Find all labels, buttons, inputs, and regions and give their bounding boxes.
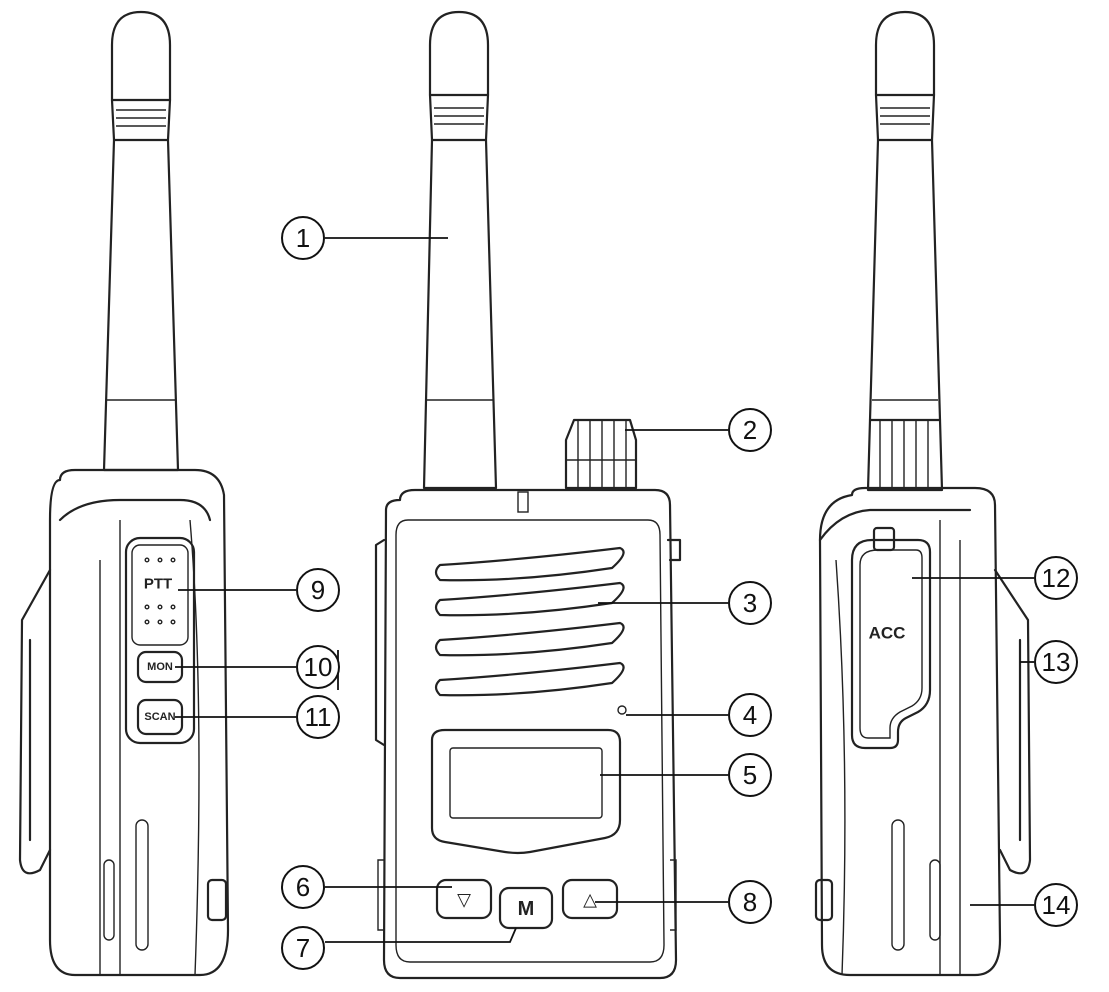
callout-13: 13 (1034, 640, 1078, 684)
leader-lines (175, 237, 1034, 943)
callout-14: 14 (1034, 883, 1078, 927)
callout-9: 9 (296, 568, 340, 612)
up-key[interactable]: △ (561, 878, 619, 920)
lcd-display (430, 728, 622, 855)
callout-2: 2 (728, 408, 772, 452)
left-antenna (102, 10, 180, 472)
acc-label: ACC (869, 624, 906, 643)
svg-text:7: 7 (296, 933, 310, 963)
radio-right-side-view: ACC (814, 10, 1032, 977)
callout-10: 10 (296, 645, 340, 689)
callout-5: 5 (728, 753, 772, 797)
right-body (814, 486, 1032, 977)
svg-text:14: 14 (1042, 890, 1071, 920)
svg-text:8: 8 (743, 887, 757, 917)
led-indicator (617, 705, 627, 715)
svg-text:12: 12 (1042, 563, 1071, 593)
left-body (18, 468, 230, 977)
front-antenna[interactable] (422, 10, 498, 490)
callout-1: 1 (281, 216, 325, 260)
callout-4: 4 (728, 693, 772, 737)
callout-12: 12 (1034, 556, 1078, 600)
svg-text:1: 1 (296, 223, 310, 253)
m-key[interactable]: M (498, 886, 554, 930)
svg-text:2: 2 (743, 415, 757, 445)
svg-text:13: 13 (1042, 647, 1071, 677)
speaker-grille (434, 546, 625, 697)
scan-label: SCAN (144, 711, 175, 723)
callout-3: 3 (728, 581, 772, 625)
mon-label: MON (147, 661, 173, 673)
up-arrow-icon: △ (583, 890, 597, 911)
ptt-button[interactable]: PTT (144, 557, 176, 625)
svg-text:11: 11 (305, 702, 332, 732)
callout-6: 6 (281, 865, 325, 909)
callout-7: 7 (281, 926, 325, 970)
down-key[interactable]: ▽ (435, 878, 493, 920)
acc-cover[interactable]: ACC (850, 526, 932, 750)
radio-left-side-view: PTT MON SCAN (18, 10, 230, 977)
volume-knob[interactable] (564, 418, 638, 490)
m-key-label: M (518, 898, 535, 920)
svg-text:9: 9 (311, 575, 325, 605)
ptt-label: PTT (144, 576, 172, 593)
svg-text:4: 4 (743, 700, 757, 730)
svg-text:3: 3 (743, 588, 757, 618)
right-antenna (866, 10, 944, 492)
front-body (374, 488, 682, 980)
radio-front-view: ▽ M △ (374, 10, 682, 980)
svg-text:10: 10 (304, 652, 333, 682)
down-arrow-icon: ▽ (457, 890, 471, 911)
svg-text:5: 5 (743, 760, 757, 790)
svg-text:6: 6 (296, 872, 310, 902)
callout-8: 8 (728, 880, 772, 924)
callout-11: 11 (296, 695, 340, 739)
